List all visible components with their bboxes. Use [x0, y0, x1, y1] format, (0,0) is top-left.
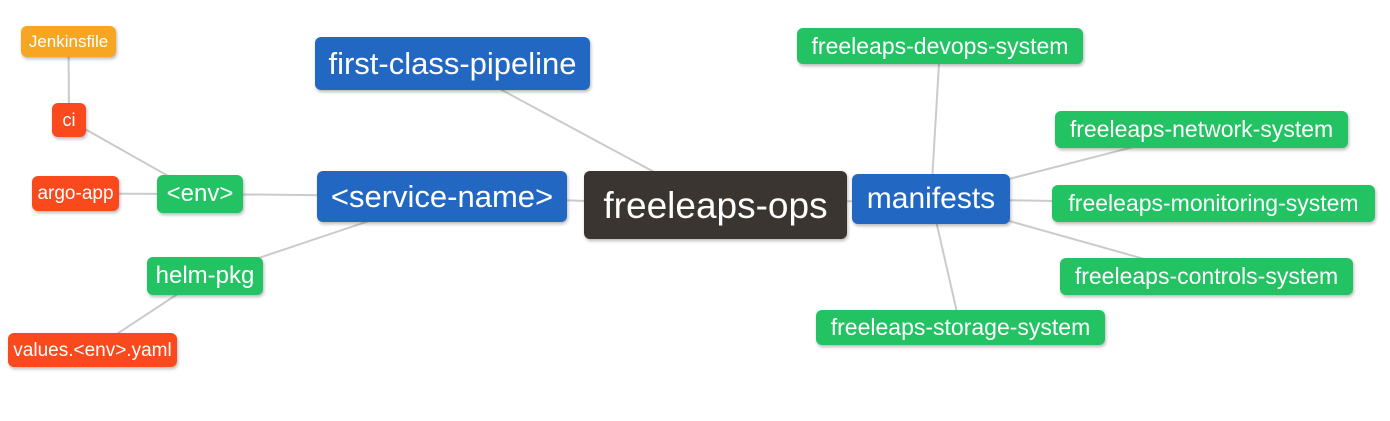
node-argo-app[interactable]: argo-app — [32, 176, 119, 211]
node-values-env-yaml[interactable]: values.<env>.yaml — [8, 333, 177, 367]
edge-manifests--freeleaps-devops-system — [930, 45, 941, 200]
node-helm-pkg[interactable]: helm-pkg — [147, 257, 263, 295]
node-freeleaps-controls-system[interactable]: freeleaps-controls-system — [1060, 258, 1353, 295]
node-freeleaps-monitoring-system[interactable]: freeleaps-monitoring-system — [1052, 185, 1375, 222]
node-service-name[interactable]: <service-name> — [317, 171, 567, 222]
node-freeleaps-devops-system[interactable]: freeleaps-devops-system — [797, 28, 1083, 64]
node-freeleaps-ops[interactable]: freeleaps-ops — [584, 171, 847, 239]
node-first-class-pipeline[interactable]: first-class-pipeline — [315, 37, 590, 90]
node-env[interactable]: <env> — [157, 175, 243, 213]
node-freeleaps-network-system[interactable]: freeleaps-network-system — [1055, 111, 1348, 148]
node-jenkinsfile[interactable]: Jenkinsfile — [21, 26, 116, 57]
node-freeleaps-storage-system[interactable]: freeleaps-storage-system — [816, 310, 1105, 345]
node-ci[interactable]: ci — [52, 103, 86, 137]
node-manifests[interactable]: manifests — [852, 174, 1010, 224]
